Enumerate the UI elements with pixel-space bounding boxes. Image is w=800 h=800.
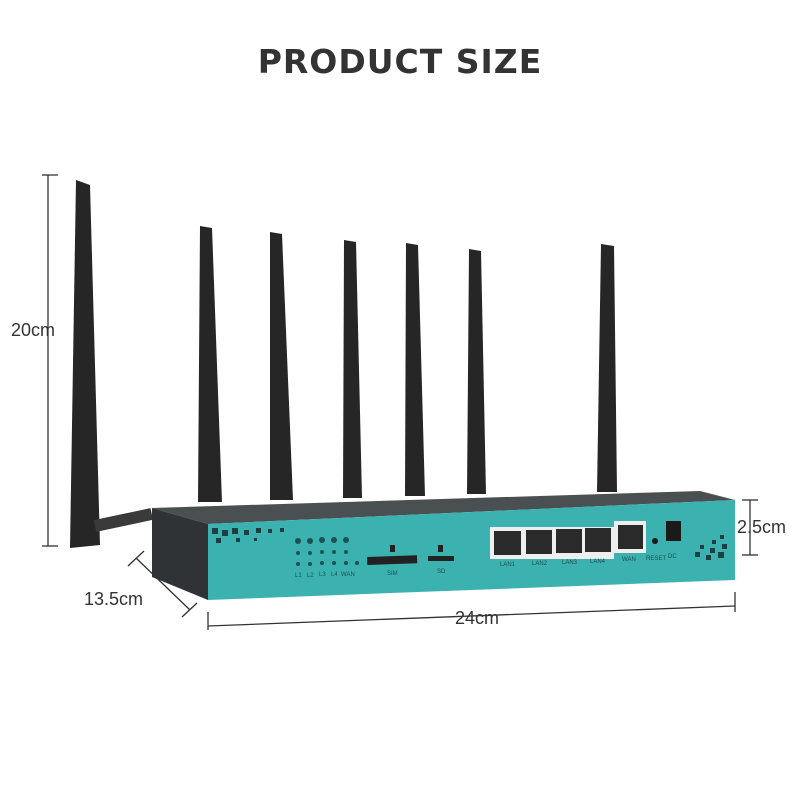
led-label-l3: L3 [319, 572, 326, 578]
sim-slot [367, 555, 418, 565]
thickness-dimension: 2.5cm [737, 517, 786, 537]
router-front [208, 500, 735, 600]
antenna [198, 226, 222, 502]
wan-label: WAN [622, 557, 636, 563]
lan2-port [526, 530, 552, 554]
sim-label: SIM [387, 571, 398, 577]
antenna [270, 232, 293, 500]
reset-button [652, 538, 658, 544]
antenna [597, 244, 617, 492]
sd-slot [428, 556, 454, 561]
led-label-l1: L1 [295, 573, 302, 579]
lan4-port [585, 528, 611, 552]
led-label-wan: WAN [341, 572, 355, 578]
pixel-pattern [212, 528, 727, 560]
reset-label: RESET [646, 556, 666, 562]
antenna [343, 240, 362, 498]
antennas [70, 180, 617, 548]
lan3-label: LAN3 [562, 560, 578, 566]
router-side [152, 508, 208, 600]
width-dimension: 24cm [455, 608, 499, 628]
lan1-label: LAN1 [500, 562, 516, 568]
led-label-l4: L4 [331, 572, 338, 578]
dc-port [666, 521, 681, 541]
dimension-lines [42, 174, 758, 630]
antenna [405, 243, 425, 496]
lan2-label: LAN2 [532, 561, 548, 567]
antenna-connector [93, 508, 153, 532]
sd-label: SD [437, 569, 446, 575]
page-title: PRODUCT SIZE [257, 42, 543, 81]
led-label-l2: L2 [307, 573, 314, 579]
antenna [467, 249, 486, 494]
depth-dimension: 13.5cm [84, 589, 143, 609]
lan4-label: LAN4 [590, 559, 606, 565]
lan1-port [494, 531, 521, 555]
antenna-left [70, 180, 100, 548]
lan3-port [556, 529, 582, 553]
height-dimension: 20cm [11, 320, 55, 340]
router-top [152, 491, 735, 524]
dc-label: DC [668, 554, 677, 560]
wan-port [618, 525, 643, 549]
